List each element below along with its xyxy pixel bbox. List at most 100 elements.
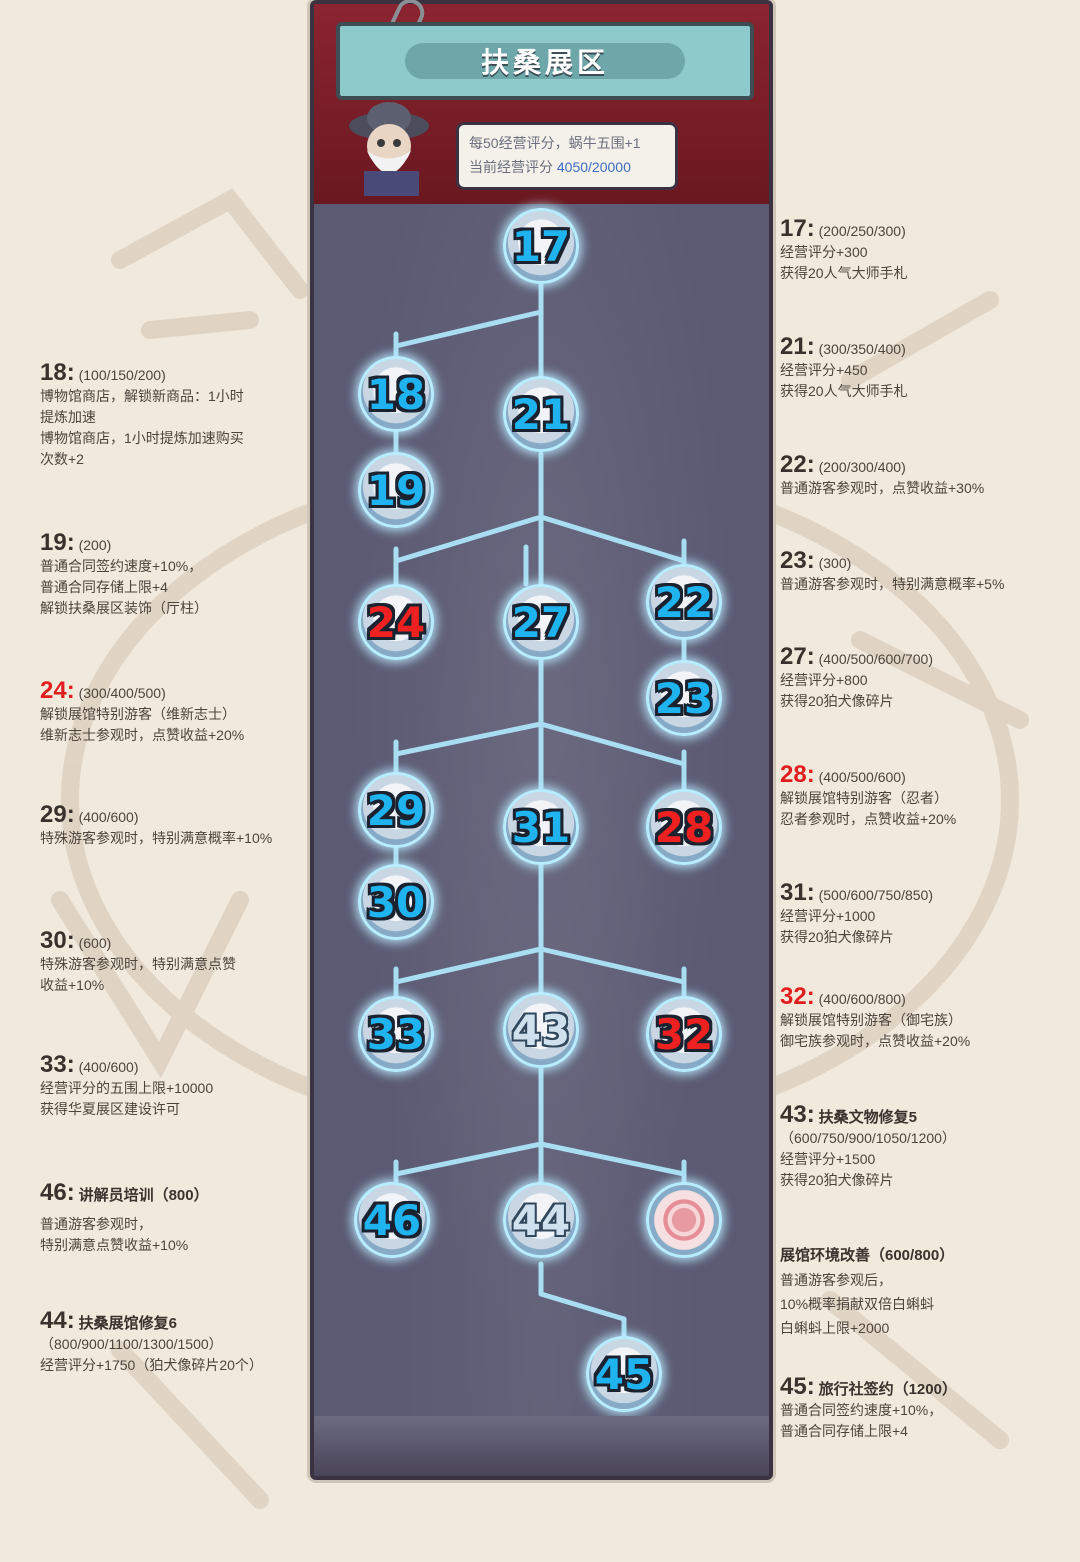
note-line: 获得20人气大师手札	[780, 265, 908, 281]
skill-node-43[interactable]: 43	[503, 992, 579, 1068]
note-line: 经营评分+1000	[780, 908, 876, 924]
spiral-icon[interactable]	[646, 1182, 722, 1258]
skill-node-23[interactable]: 23	[646, 660, 722, 736]
tip-text: 每50经营评分，蜗牛五围+1	[469, 135, 641, 151]
note-number: 31:	[780, 879, 815, 906]
node-number: 28	[654, 802, 714, 852]
skill-node-46[interactable]: 46	[354, 1182, 430, 1258]
node-number: 44	[511, 1195, 571, 1245]
note-line: 解锁展馆特别游客（忍者）	[780, 790, 948, 806]
skill-node-30[interactable]: 30	[358, 864, 434, 940]
note-number: 32:	[780, 983, 815, 1010]
panel-header: 扶桑展区 每50经营评分，蜗牛五围+1 当前经营评分 4050/20000	[314, 0, 769, 204]
note-cost: (300)	[818, 555, 852, 571]
skill-node-19[interactable]: 19	[358, 452, 434, 528]
note-line: 白蝌蚪上限+2000	[780, 1320, 890, 1336]
node-number: 46	[362, 1195, 422, 1245]
skill-node-31[interactable]: 31	[503, 789, 579, 865]
tree-connections	[393, 281, 687, 1342]
note-number: 28:	[780, 761, 815, 788]
page-title: 扶桑展区	[405, 43, 685, 79]
node-number: 32	[654, 1009, 714, 1059]
tree-area: 17 18 21 19 24 27 22 23 29 31 28 30 33 4…	[314, 204, 769, 1476]
note-cost: (400/600)	[78, 1059, 139, 1075]
note-number: 24:	[40, 677, 75, 704]
note-line: 获得20人气大师手札	[780, 383, 908, 399]
note-line: 博物馆商店，1小时提炼加速购买	[40, 430, 244, 446]
skill-node-44[interactable]: 44	[503, 1182, 579, 1258]
skill-node-27[interactable]: 27	[503, 584, 579, 660]
note-22: 22: (200/300/400) 普通游客参观时，点赞收益+30%	[780, 453, 984, 499]
note-cost: (400/500/600/700)	[818, 651, 934, 667]
note-line: 维新志士参观时，点赞收益+20%	[40, 727, 245, 743]
skill-node-17[interactable]: 17	[503, 208, 579, 284]
note-number: 33:	[40, 1051, 75, 1078]
skill-node-45[interactable]: 45	[586, 1336, 662, 1412]
skill-node-32[interactable]: 32	[646, 996, 722, 1072]
note-line: 普通合同签约速度+10%，	[40, 558, 203, 574]
note-number: 17:	[780, 215, 815, 242]
note-cost: (300/400/500)	[78, 685, 166, 701]
skill-node-28[interactable]: 28	[646, 789, 722, 865]
skill-node-24[interactable]: 24	[358, 584, 434, 660]
node-number: 23	[654, 673, 714, 723]
note-line: 特殊游客参观时，特别满意点赞	[40, 956, 236, 972]
note-45: 45: 旅行社签约（1200） 普通合同签约速度+10%， 普通合同存储上限+4	[780, 1375, 957, 1442]
current-score-row: 当前经营评分 4050/20000	[469, 155, 665, 179]
note-line: 10%概率捐献双倍白蝌蚪	[780, 1296, 935, 1312]
note-cost: (200)	[78, 537, 112, 553]
node-number: 22	[654, 577, 714, 627]
node-number: 27	[511, 597, 571, 647]
note-line: 经营评分+800	[780, 672, 868, 688]
skill-node-21[interactable]: 21	[503, 376, 579, 452]
note-number: 46:	[40, 1179, 75, 1206]
note-environment: 展馆环境改善（600/800） 普通游客参观后， 10%概率捐献双倍白蝌蚪 白蝌…	[780, 1244, 954, 1340]
note-line: 收益+10%	[40, 977, 105, 993]
note-number: 23:	[780, 547, 815, 574]
note-23: 23: (300) 普通游客参观时，特别满意概率+5%	[780, 547, 1004, 595]
note-line: 御宅族参观时，点赞收益+20%	[780, 1033, 971, 1049]
note-33: 33: (400/600) 经营评分的五围上限+10000 获得华夏展区建设许可	[40, 1051, 214, 1120]
note-line: 经营评分的五围上限+10000	[40, 1080, 214, 1096]
note-line: 博物馆商店，解锁新商品：1小时	[40, 388, 244, 404]
current-score-value: 4050/20000	[556, 159, 631, 175]
node-number: 19	[366, 465, 426, 515]
note-line: 解锁展馆特别游客（维新志士）	[40, 706, 236, 722]
node-number: 17	[511, 221, 571, 271]
skill-node-29[interactable]: 29	[358, 772, 434, 848]
note-heading: 展馆环境改善（600/800）	[780, 1247, 955, 1264]
skill-node-22[interactable]: 22	[646, 564, 722, 640]
note-line: 获得20狛犬像碎片	[780, 693, 894, 709]
title-banner: 扶桑展区	[336, 22, 754, 100]
note-heading: 扶桑文物修复5	[818, 1109, 917, 1126]
note-31: 31: (500/600/750/850) 经营评分+1000 获得20狛犬像碎…	[780, 879, 934, 948]
note-line: 特殊游客参观时，特别满意概率+10%	[40, 830, 273, 846]
note-cost: (400/500/600)	[818, 769, 906, 785]
node-number: 21	[511, 389, 571, 439]
note-cost: (400/600)	[78, 809, 139, 825]
note-cost: (100/150/200)	[78, 367, 166, 383]
note-number: 29:	[40, 801, 75, 828]
note-number: 43:	[780, 1101, 815, 1128]
score-tip-bubble: 每50经营评分，蜗牛五围+1 当前经营评分 4050/20000	[456, 122, 678, 190]
skill-node-33[interactable]: 33	[358, 996, 434, 1072]
note-number: 30:	[40, 927, 75, 954]
note-cost: (300/350/400)	[818, 341, 906, 357]
note-number: 19:	[40, 529, 75, 556]
current-score-label: 当前经营评分	[469, 159, 553, 175]
skill-node-18[interactable]: 18	[358, 356, 434, 432]
note-27: 27: (400/500/600/700) 经营评分+800 获得20狛犬像碎片	[780, 645, 934, 712]
node-number: 45	[594, 1349, 654, 1399]
note-17: 17: (200/250/300) 经营评分+300 获得20人气大师手札	[780, 215, 908, 284]
note-line: （800/900/1100/1300/1500）	[40, 1336, 223, 1352]
node-number: 18	[366, 369, 426, 419]
note-number: 21:	[780, 333, 815, 360]
note-cost: (500/600/750/850)	[818, 887, 934, 903]
note-43: 43: 扶桑文物修复5 （600/750/900/1050/1200） 经营评分…	[780, 1101, 956, 1191]
note-32: 32: (400/600/800) 解锁展馆特别游客（御宅族） 御宅族参观时，点…	[780, 983, 971, 1052]
note-line: 经营评分+1500	[780, 1151, 876, 1167]
node-number: 31	[511, 802, 571, 852]
note-line: 经营评分+1750（狛犬像碎片20个）	[40, 1357, 263, 1373]
note-24: 24: (300/400/500) 解锁展馆特别游客（维新志士） 维新志士参观时…	[40, 677, 245, 746]
note-cost: (400/600/800)	[818, 991, 906, 1007]
